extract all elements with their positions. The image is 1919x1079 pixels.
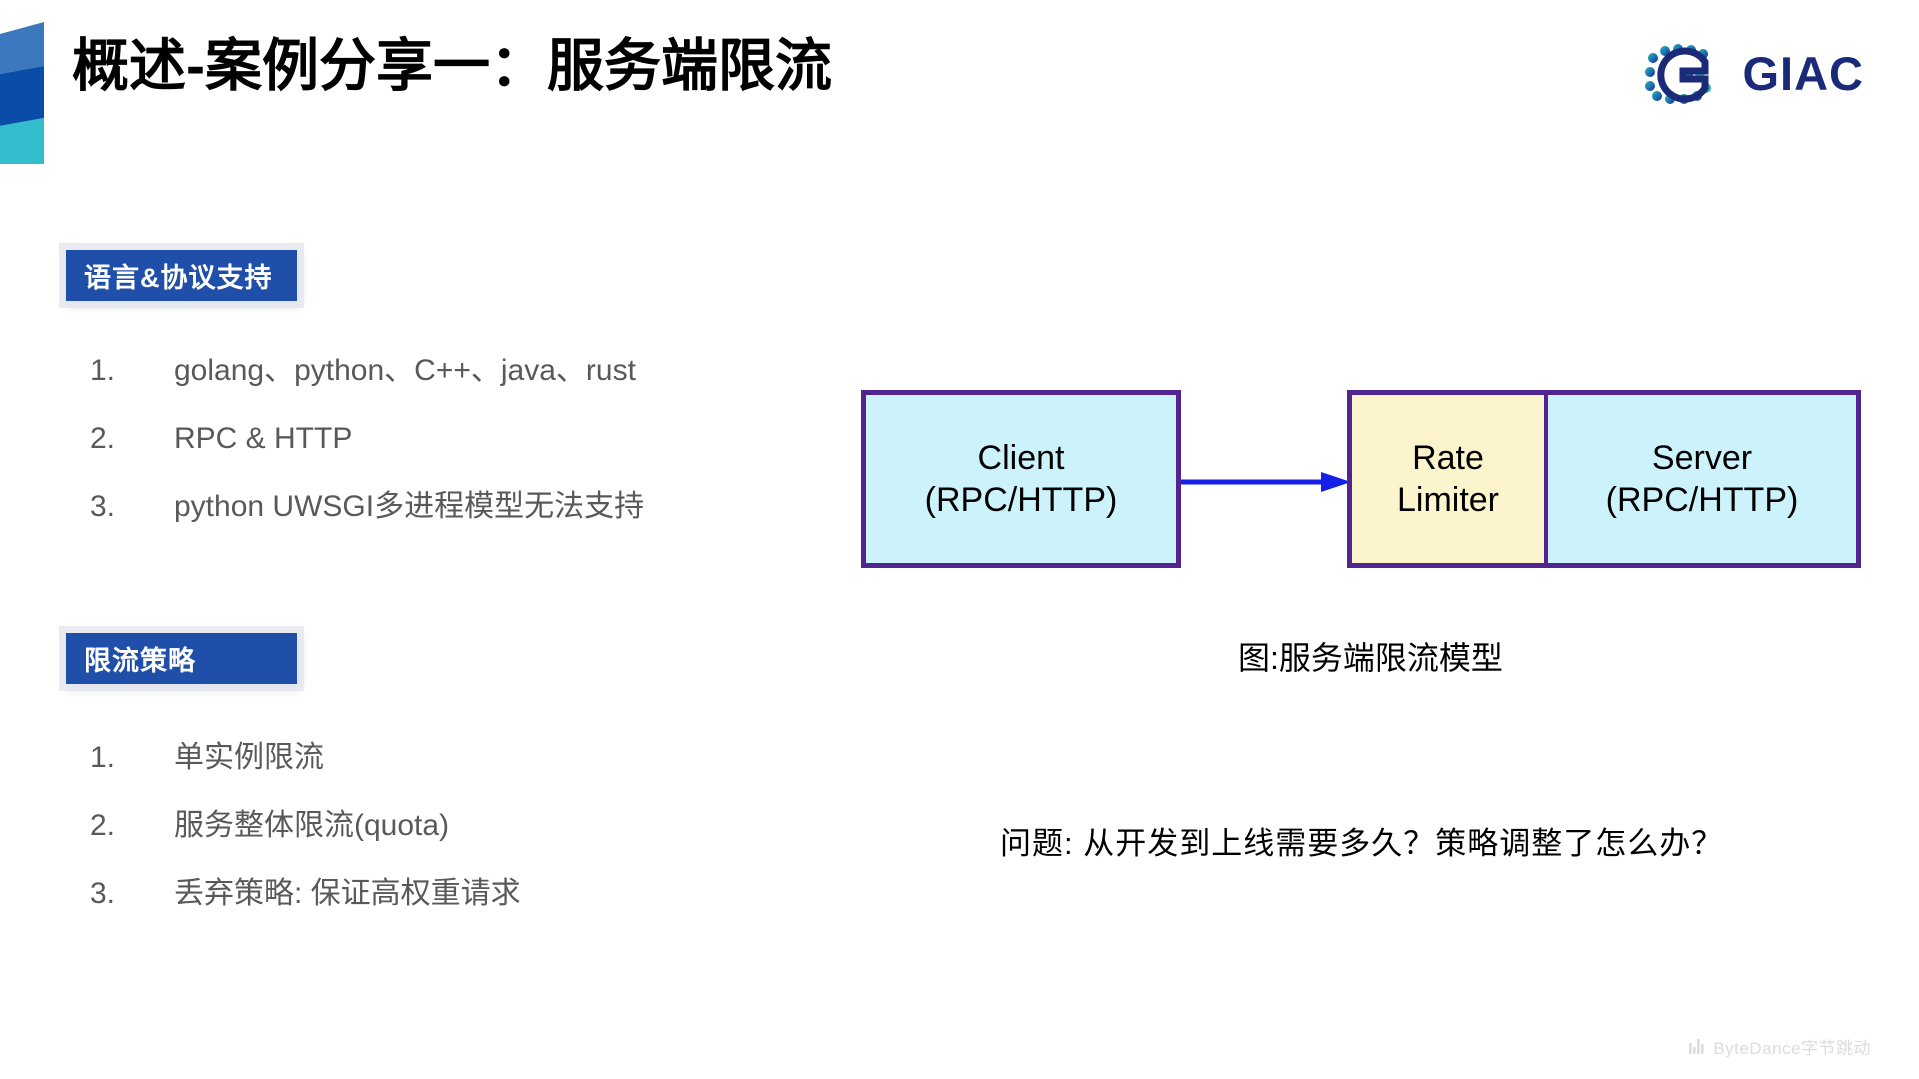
rate-limiter-title: Rate <box>1412 438 1484 477</box>
list-item: 2. RPC & HTTP <box>90 424 644 454</box>
list-item: 3. 丢弃策略: 保证高权重请求 <box>90 879 521 909</box>
list-item-number: 3. <box>90 490 116 523</box>
list-item-label: golang、python、C++、java、rust <box>174 354 636 387</box>
server-subtitle: (RPC/HTTP) <box>1605 481 1799 519</box>
client-subtitle: (RPC/HTTP) <box>924 481 1118 519</box>
giac-logo-text: GIAC <box>1742 46 1864 100</box>
list-item-number: 2. <box>90 809 116 842</box>
footer-brand: ByteDance字节跳动 <box>1689 1034 1871 1059</box>
bar-chart-icon <box>1689 1039 1704 1054</box>
list-item-label: python UWSGI多进程模型无法支持 <box>174 490 645 523</box>
list-item-number: 2. <box>90 422 116 455</box>
list-item-number: 1. <box>90 741 116 774</box>
list-item-label: 单实例限流 <box>174 741 324 774</box>
diagram-node-rate-limiter: Rate Limiter <box>1352 395 1548 563</box>
list-item: 1. golang、python、C++、java、rust <box>90 356 644 386</box>
flow-arrow-client-to-limiter <box>1181 472 1351 492</box>
list-item-number: 3. <box>90 877 116 910</box>
list-item: 2. 服务整体限流(quota) <box>90 811 521 841</box>
server-title: Server <box>1651 438 1753 477</box>
diagram-node-server-group: Rate Limiter Server (RPC/HTTP) <box>1347 390 1861 568</box>
question-text: 问题: 从开发到上线需要多久？策略调整了怎么办？ <box>1000 826 1724 861</box>
language-protocol-list: 1. golang、python、C++、java、rust 2. RPC & … <box>90 356 644 560</box>
list-item-label: RPC & HTTP <box>174 422 353 455</box>
ribbon-segment-middle <box>0 66 44 126</box>
section-header-language-protocol: 语言&协议支持 <box>66 250 297 301</box>
list-item: 1. 单实例限流 <box>90 743 521 773</box>
rate-limit-strategy-list: 1. 单实例限流 2. 服务整体限流(quota) 3. 丢弃策略: 保证高权重… <box>90 743 521 947</box>
diagram-node-server: Server (RPC/HTTP) <box>1548 395 1856 563</box>
list-item-label: 服务整体限流(quota) <box>174 809 450 842</box>
giac-logo: GIAC <box>1643 42 1865 104</box>
list-item-number: 1. <box>90 354 116 387</box>
left-ribbon-decoration <box>0 22 44 164</box>
ribbon-segment-bottom <box>0 118 44 164</box>
page-title: 概述-案例分享一：服务端限流 <box>72 34 832 98</box>
ribbon-segment-top <box>0 22 44 74</box>
giac-logo-icon <box>1644 44 1711 104</box>
section-header-rate-limit-strategy: 限流策略 <box>66 633 297 684</box>
footer-brand-label: ByteDance字节跳动 <box>1713 1039 1871 1058</box>
rate-limiter-subtitle: Limiter <box>1396 481 1500 519</box>
list-item-label: 丢弃策略: 保证高权重请求 <box>174 877 521 910</box>
list-item: 3. python UWSGI多进程模型无法支持 <box>90 492 644 522</box>
diagram-node-client: Client (RPC/HTTP) <box>861 390 1181 568</box>
client-title: Client <box>977 438 1065 477</box>
figure-caption: 图:服务端限流模型 <box>1238 640 1503 676</box>
